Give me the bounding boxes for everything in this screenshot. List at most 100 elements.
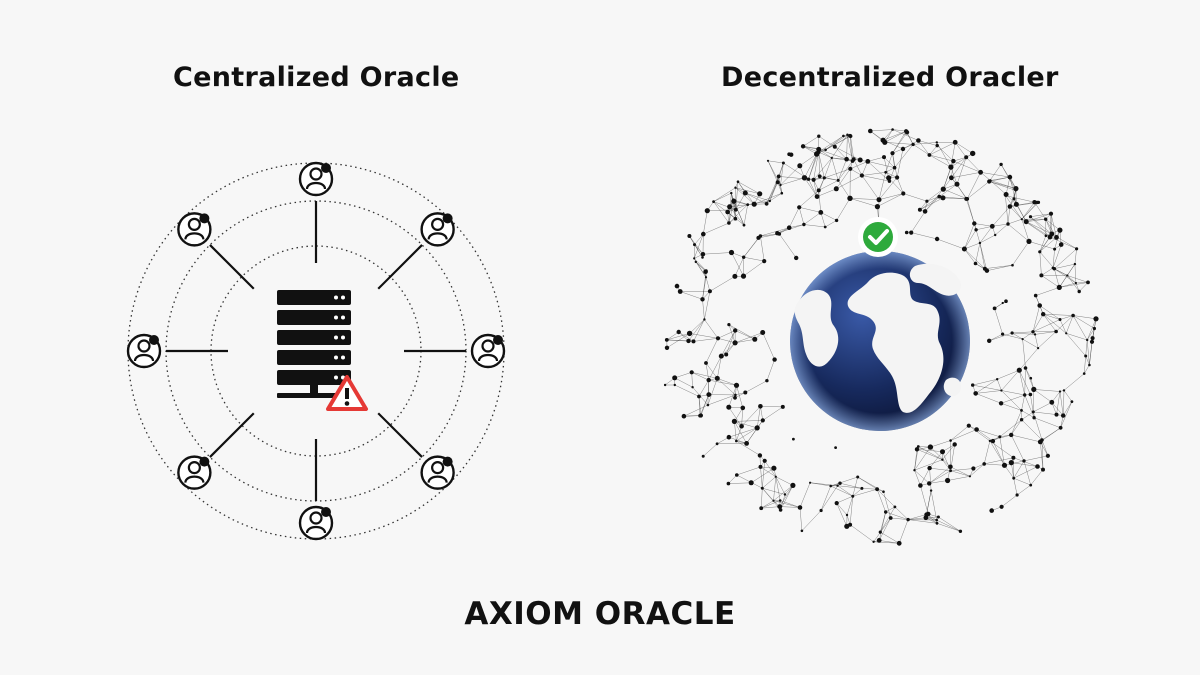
mesh-node <box>772 499 775 502</box>
mesh-node <box>759 506 764 511</box>
mesh-node <box>1032 416 1036 420</box>
mesh-node <box>872 540 875 543</box>
mesh-node <box>929 489 933 492</box>
mesh-node <box>1073 262 1077 266</box>
mesh-node <box>1011 263 1014 267</box>
mesh-node <box>674 283 680 289</box>
mesh-node <box>916 445 920 448</box>
mesh-node <box>818 210 824 215</box>
mesh-node <box>706 392 712 397</box>
mesh-node <box>1036 200 1041 204</box>
mesh-node <box>948 164 954 170</box>
mesh-node <box>978 241 982 245</box>
mesh-node <box>836 178 840 182</box>
mesh-node <box>718 353 724 359</box>
mesh-node <box>783 493 787 496</box>
mesh-node <box>819 508 823 513</box>
mesh-node <box>830 156 833 160</box>
mesh-node <box>1029 376 1033 380</box>
mesh-node <box>935 141 938 144</box>
mesh-node <box>1035 464 1040 469</box>
mesh-node <box>694 260 697 264</box>
spoke-line <box>209 412 255 458</box>
mesh-node <box>742 223 746 227</box>
mesh-node <box>1038 250 1042 254</box>
mesh-node <box>1019 418 1024 422</box>
spoke-line <box>377 412 423 458</box>
mesh-node <box>998 401 1004 406</box>
mesh-node <box>731 418 738 424</box>
mesh-node <box>923 515 929 521</box>
mesh-node <box>792 437 795 441</box>
mesh-node <box>698 413 704 418</box>
mesh-node <box>994 233 997 237</box>
mesh-node <box>846 133 849 136</box>
mesh-node <box>1066 274 1069 277</box>
mesh-node <box>1049 399 1055 405</box>
mesh-node <box>735 473 739 477</box>
mesh-node <box>697 394 701 399</box>
mesh-node <box>732 340 738 346</box>
mesh-node <box>891 128 894 131</box>
mesh-node <box>927 465 932 471</box>
mesh-node <box>762 259 767 264</box>
mesh-node <box>842 134 845 138</box>
mesh-node <box>935 521 939 525</box>
mesh-node <box>1070 400 1074 403</box>
mesh-node <box>778 508 783 512</box>
warning-triangle-icon <box>326 375 368 411</box>
mesh-node <box>833 186 839 192</box>
mesh-node <box>736 180 740 183</box>
mesh-node <box>1032 200 1037 205</box>
mesh-node <box>1057 227 1063 233</box>
mesh-node <box>727 323 731 327</box>
mesh-node <box>701 256 704 259</box>
mesh-node <box>730 191 733 195</box>
mesh-node <box>686 338 691 344</box>
mesh-node <box>951 158 956 164</box>
mesh-node <box>1058 390 1062 393</box>
mesh-node <box>760 486 764 490</box>
mesh-node <box>703 318 706 321</box>
mesh-node <box>888 516 893 520</box>
mesh-node <box>693 243 696 247</box>
mesh-node <box>811 177 816 182</box>
mesh-node <box>847 195 853 201</box>
mesh-node <box>936 515 940 519</box>
mesh-node <box>893 505 897 509</box>
mesh-node <box>701 454 705 458</box>
mesh-node <box>1031 410 1035 414</box>
mesh-node <box>1054 412 1059 417</box>
mesh-node <box>1033 293 1038 298</box>
mesh-node <box>1045 453 1050 458</box>
mesh-node <box>856 475 860 479</box>
mesh-node <box>904 230 909 235</box>
mesh-node <box>914 447 920 452</box>
mesh-node <box>794 255 799 261</box>
mesh-node <box>814 194 820 200</box>
mesh-node <box>1022 459 1026 463</box>
mesh-node <box>778 499 782 502</box>
mesh-node <box>922 209 928 214</box>
mesh-node <box>982 462 986 466</box>
mesh-node <box>765 379 769 383</box>
mesh-node <box>780 404 785 409</box>
mesh-node <box>758 404 763 409</box>
mesh-node <box>859 173 865 178</box>
mesh-node <box>1013 186 1019 192</box>
server-rack-icon <box>277 290 351 398</box>
user-node-icon <box>126 333 162 369</box>
mesh-node <box>1082 372 1086 375</box>
mesh-node <box>999 504 1004 509</box>
mesh-node <box>780 191 784 195</box>
mesh-node <box>771 465 777 471</box>
mesh-node <box>817 174 822 179</box>
mesh-node <box>758 464 763 469</box>
mesh-node <box>1090 336 1095 341</box>
mesh-node <box>816 188 821 193</box>
mesh-node <box>941 458 944 461</box>
mesh-node <box>874 204 881 210</box>
mesh-node <box>776 174 781 179</box>
mesh-node <box>1058 425 1063 430</box>
mesh-node <box>1003 192 1009 197</box>
